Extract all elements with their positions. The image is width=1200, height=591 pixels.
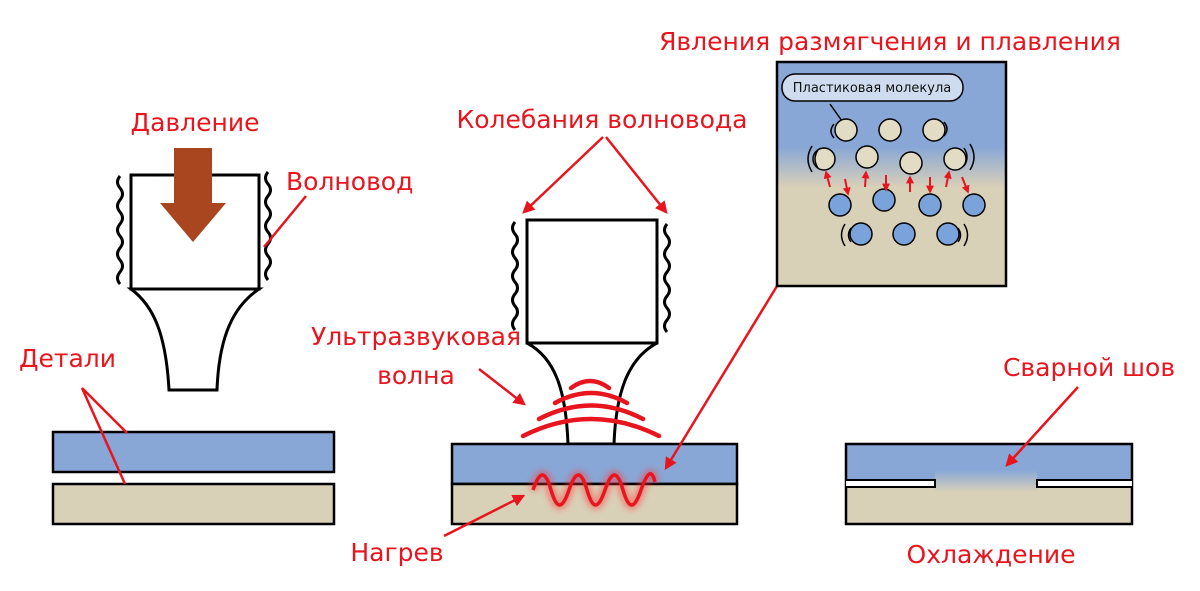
molecule xyxy=(936,222,960,246)
leader-line-sonotrode xyxy=(263,195,307,248)
molecule xyxy=(849,222,873,246)
arrow-weld-seam xyxy=(1005,386,1079,467)
molecule xyxy=(828,193,852,217)
molecule xyxy=(812,147,836,171)
arrow-small xyxy=(943,170,952,188)
arrow-softening xyxy=(664,285,779,471)
upper-part xyxy=(450,442,739,486)
upper-part xyxy=(51,430,336,474)
sonotrode-middle xyxy=(525,218,659,446)
arrow-small xyxy=(823,170,832,188)
molecule xyxy=(872,188,896,212)
welded-part-outline xyxy=(844,442,1134,526)
heating-wave xyxy=(528,468,660,510)
label-parts: Детали xyxy=(19,344,116,373)
molecule-label-bubble xyxy=(781,73,964,102)
vibration-marks xyxy=(807,121,975,247)
down-arrow-icon xyxy=(160,148,226,242)
molecule xyxy=(878,118,902,142)
joint-gap-right xyxy=(1036,479,1132,488)
arrow-vibration-right xyxy=(605,136,668,214)
squiggle-icon xyxy=(264,171,272,281)
arrow-small xyxy=(842,178,851,196)
weld-seam xyxy=(935,470,1037,492)
label-cooling: Охлаждение xyxy=(907,540,1076,569)
lower-part xyxy=(51,482,336,526)
label-sonotrode: Волновод xyxy=(286,167,413,196)
arrow-ultrasonic-wave xyxy=(478,368,526,406)
label-heating: Нагрев xyxy=(350,538,443,567)
molecule xyxy=(899,151,923,175)
molecule xyxy=(834,118,858,142)
leader-line-parts-lower xyxy=(80,387,127,485)
label-sonotrode-vibration: Колебания волновода xyxy=(456,105,747,134)
molecule xyxy=(892,222,916,246)
label-ultrasonic-wave-1: Ультразвуковая xyxy=(311,322,521,351)
molecule xyxy=(918,193,942,217)
molecule xyxy=(962,193,986,217)
molecule-pointer xyxy=(829,103,843,122)
squiggle-icon xyxy=(663,223,671,333)
squiggle-icon xyxy=(511,221,519,331)
middle-panel: Колебания волновода Ультразвуковая волна… xyxy=(311,105,779,567)
leader-line-parts-upper xyxy=(81,387,128,434)
molecule xyxy=(855,145,879,169)
label-ultrasonic-wave-2: волна xyxy=(377,361,455,390)
joint-gap-left xyxy=(846,479,936,488)
label-weld-seam: Сварной шов xyxy=(1003,353,1175,382)
squiggle-icon xyxy=(116,175,124,285)
label-plastic-molecule: Пластиковая молекула xyxy=(793,81,952,96)
molecule xyxy=(943,147,967,171)
molecule xyxy=(922,118,946,142)
molecule-inset: Пластиковая молекула xyxy=(659,27,1121,288)
arrow-vibration-left xyxy=(522,136,604,214)
label-softening-melting: Явления размягчения и плавления xyxy=(659,27,1121,56)
right-panel: Сварной шов Охлаждение xyxy=(844,353,1175,569)
wave-arc-icon xyxy=(520,378,662,439)
arrow-small xyxy=(961,176,970,194)
label-pressure: Давление xyxy=(131,108,260,137)
left-panel: Давление Волновод Детали xyxy=(19,108,413,526)
arrow-small xyxy=(861,170,870,188)
arrow-heating xyxy=(443,494,526,538)
